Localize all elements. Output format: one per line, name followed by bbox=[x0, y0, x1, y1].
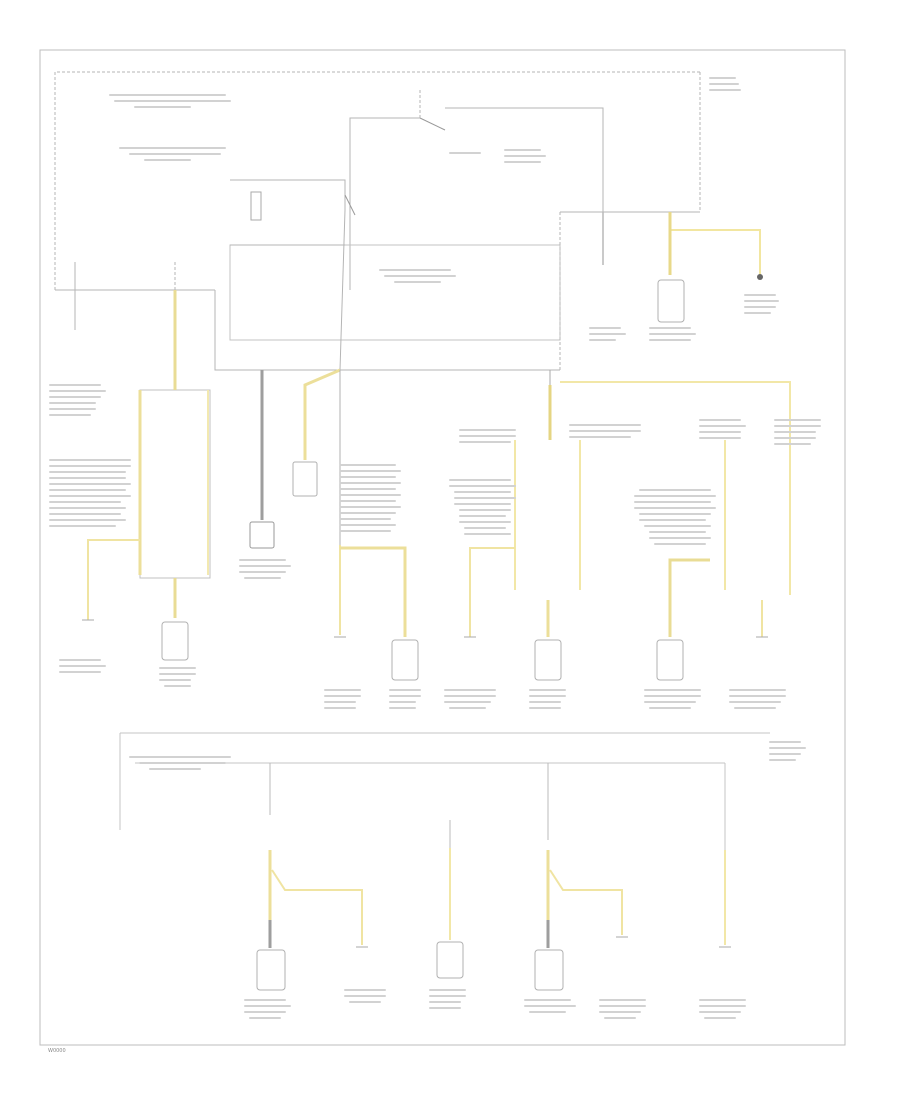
yellow-wire-bus-right bbox=[560, 381, 791, 595]
bottom-section bbox=[119, 732, 770, 991]
connector-548 bbox=[534, 639, 562, 681]
module-box-left bbox=[139, 389, 211, 579]
fuse-box-inner bbox=[229, 244, 561, 341]
ground-dot-upper-right bbox=[757, 274, 763, 280]
bottom-right-branch bbox=[549, 869, 623, 935]
middle-section bbox=[87, 290, 791, 681]
bottom-left-branch bbox=[271, 869, 363, 945]
illegible-label-marks bbox=[49, 77, 821, 1019]
yellow-wire-670 bbox=[668, 558, 710, 637]
center-relay-contact bbox=[344, 194, 356, 216]
terminal-ticks bbox=[82, 619, 768, 948]
left-bus-frame bbox=[214, 290, 560, 371]
connector-left-bottom bbox=[161, 621, 189, 661]
relay-feed-wire bbox=[349, 117, 420, 290]
connector-260 bbox=[249, 521, 275, 549]
top-left-dashed-boundary bbox=[54, 71, 700, 290]
connector-300 bbox=[292, 461, 318, 497]
yellow-wire-405 bbox=[340, 546, 407, 637]
top-right-branches bbox=[602, 212, 763, 323]
connector-upper-right bbox=[657, 279, 685, 323]
branch-yellow-right bbox=[669, 212, 761, 275]
connector-bottom-left bbox=[256, 949, 286, 991]
connector-670 bbox=[656, 639, 684, 681]
center-relay-wire bbox=[230, 179, 346, 371]
connector-bottom-right bbox=[534, 949, 564, 991]
relay-contact bbox=[419, 117, 446, 131]
yellow-wire-300 bbox=[303, 368, 341, 460]
yellow-wire-left-branch bbox=[87, 539, 140, 620]
connector-bottom-mid bbox=[436, 941, 464, 979]
top-fuse-section bbox=[54, 71, 701, 371]
top-main-wire bbox=[445, 107, 604, 212]
fuse-symbol-left bbox=[250, 191, 262, 221]
yellow-wire-470 bbox=[469, 547, 515, 637]
connector-405 bbox=[391, 639, 419, 681]
diagram-border bbox=[39, 49, 846, 1046]
footer-code: W0000 bbox=[48, 1048, 66, 1054]
